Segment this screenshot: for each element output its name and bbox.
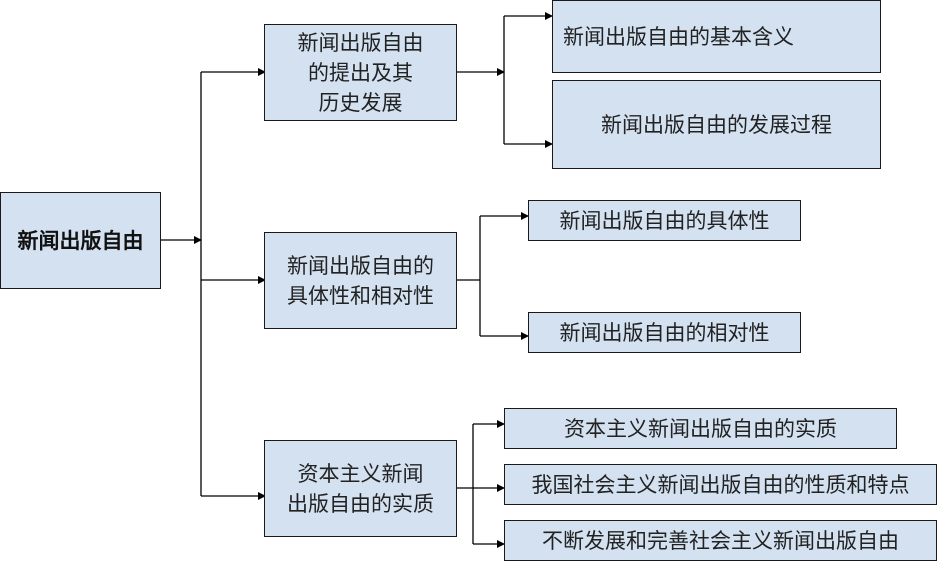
leaf-node-relativity: 新闻出版自由的相对性: [528, 312, 801, 353]
leaf-node-concreteness: 新闻出版自由的具体性: [528, 200, 801, 241]
branch-node-label: 新闻出版自由 的提出及其 历史发展: [297, 30, 424, 115]
leaf-node-basic-meaning: 新闻出版自由的基本含义: [552, 0, 881, 73]
branch-node-label: 资本主义新闻 出版自由的实质: [287, 461, 434, 516]
branch-node-history: 新闻出版自由 的提出及其 历史发展: [264, 24, 457, 121]
leaf-node-socialist-nature: 我国社会主义新闻出版自由的性质和特点: [504, 464, 937, 505]
leaf-node-label: 新闻出版自由的相对性: [559, 320, 770, 345]
branch-node-label: 新闻出版自由的 具体性和相对性: [287, 253, 434, 308]
leaf-node-development-process: 新闻出版自由的发展过程: [552, 80, 881, 169]
leaf-node-label: 我国社会主义新闻出版自由的性质和特点: [531, 472, 910, 497]
root-node-label: 新闻出版自由: [17, 227, 144, 253]
branch-node-concreteness-relativity: 新闻出版自由的 具体性和相对性: [264, 232, 457, 329]
branch-node-capitalist-essence: 资本主义新闻 出版自由的实质: [264, 440, 457, 537]
leaf-node-label: 新闻出版自由的基本含义: [563, 24, 794, 49]
root-node: 新闻出版自由: [0, 192, 161, 289]
leaf-node-develop-socialist: 不断发展和完善社会主义新闻出版自由: [504, 520, 937, 561]
leaf-node-label: 新闻出版自由的发展过程: [601, 112, 832, 137]
leaf-node-capitalist-essence: 资本主义新闻出版自由的实质: [504, 408, 897, 449]
leaf-node-label: 新闻出版自由的具体性: [559, 208, 770, 233]
leaf-node-label: 不断发展和完善社会主义新闻出版自由: [542, 528, 899, 553]
leaf-node-label: 资本主义新闻出版自由的实质: [564, 416, 837, 441]
